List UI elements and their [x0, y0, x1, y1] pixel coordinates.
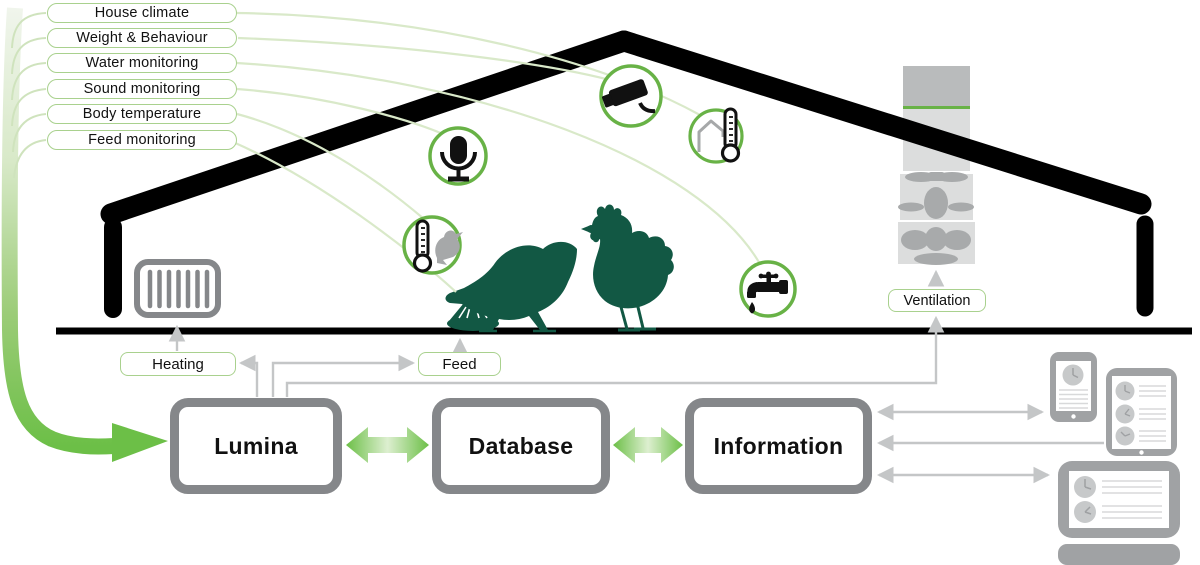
tablet-icon [1106, 368, 1177, 456]
tag-weight-behaviour: Weight & Behaviour [47, 28, 237, 48]
line-feed-monitoring [232, 140, 457, 293]
tag-sound-monitoring: Sound monitoring [47, 79, 237, 99]
house-thermometer-icon [688, 107, 744, 164]
collector-arrow [1, 7, 168, 462]
tag-body-temperature: Body temperature [47, 104, 237, 124]
radiator-icon [134, 259, 221, 318]
tag-feed-monitoring: Feed monitoring [47, 130, 237, 150]
line-water-monitoring [236, 61, 761, 265]
water-tap-icon [739, 260, 797, 318]
computer-base [1058, 544, 1180, 565]
box-database: Database [432, 398, 610, 494]
rooster-silhouette [581, 204, 674, 332]
tag-converge-lines [11, 12, 47, 179]
arrow-database-information [613, 427, 683, 463]
arrow-lumina-database [346, 427, 429, 463]
control-connectors [168, 269, 1104, 484]
fan-blades [898, 172, 974, 265]
cctv-camera-icon [599, 64, 663, 128]
ventilation-duct-icon [898, 66, 975, 265]
tag-house-climate: House climate [47, 3, 237, 23]
tag-water-monitoring: Water monitoring [47, 53, 237, 73]
box-information: Information [685, 398, 872, 494]
collector-arrowhead [112, 423, 168, 462]
box-lumina: Lumina [170, 398, 342, 494]
microphone-icon [428, 126, 488, 186]
line-body-temperature [236, 112, 425, 220]
label-heating: Heating [120, 352, 236, 376]
barn-outline [56, 30, 1192, 335]
line-weight-behaviour [237, 36, 611, 82]
barn-roof-left [100, 30, 635, 225]
line-lumina-ventilation [285, 315, 945, 397]
line-lumina-heating [238, 354, 259, 397]
smartphone-icon [1050, 352, 1097, 422]
bird-thermometer-icon [402, 215, 463, 275]
barn-roof-right [613, 30, 1152, 215]
label-feed: Feed [418, 352, 501, 376]
line-lumina-feed [271, 354, 416, 397]
desktop-computer-icon [1058, 461, 1180, 565]
line-sound-monitoring [236, 87, 444, 136]
hen-silhouette [445, 241, 577, 333]
label-ventilation: Ventilation [888, 289, 986, 312]
